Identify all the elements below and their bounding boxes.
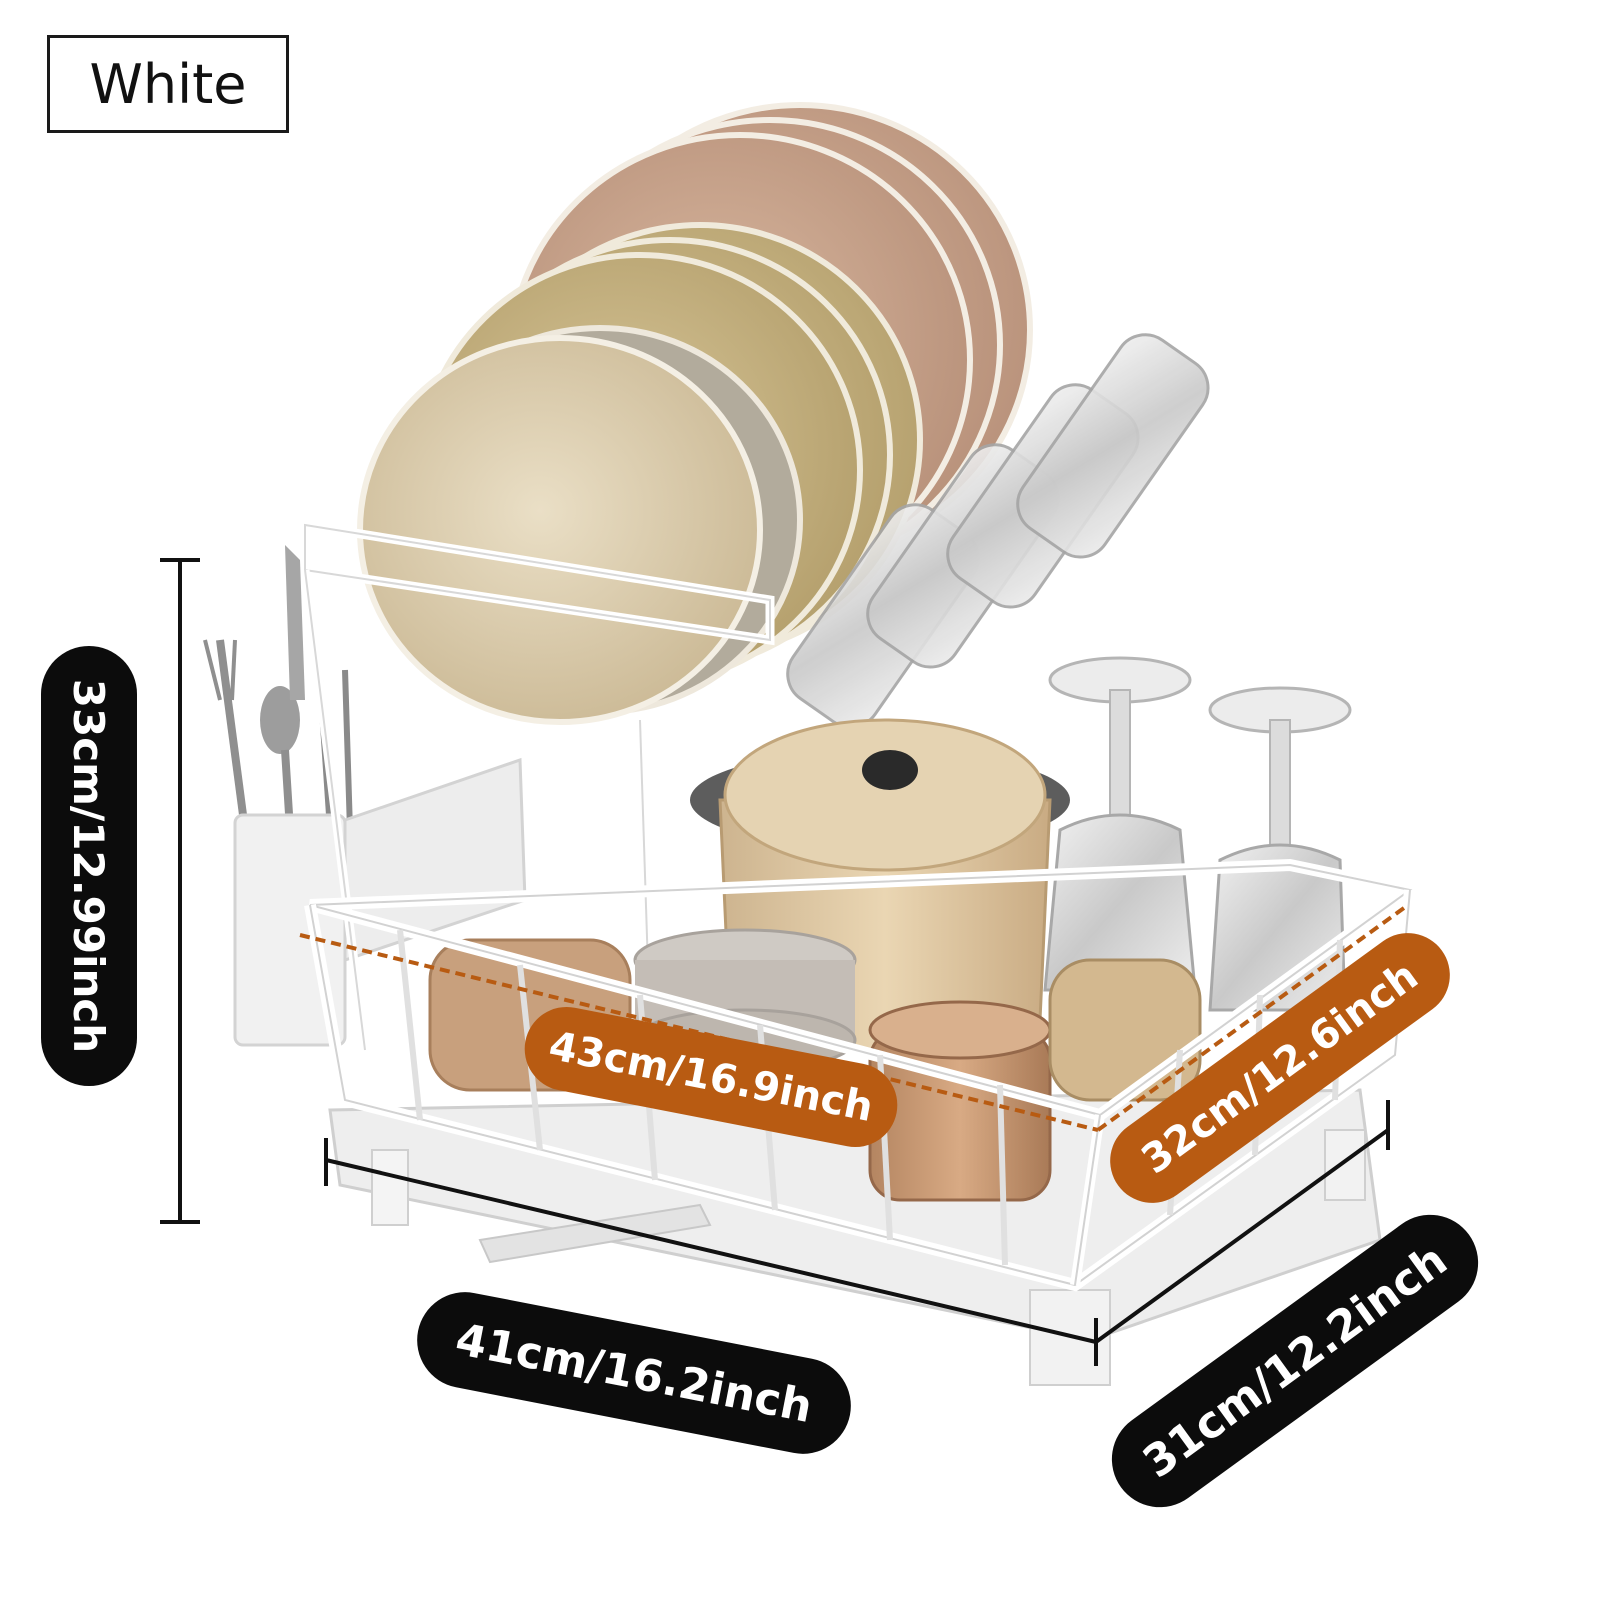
height-dimension-text: 33cm/12.99inch: [64, 678, 114, 1054]
utensil-holder: [203, 545, 527, 1047]
base-depth-dimension-line: [1094, 1100, 1390, 1344]
color-variant-label: White: [47, 35, 289, 133]
plates: [357, 102, 1033, 725]
upper-width-dashed-line: [299, 933, 1099, 1132]
tumbler-glasses: [786, 333, 1210, 729]
height-dimension-badge: 33cm/12.99inch: [41, 646, 137, 1086]
wine-glasses: [1043, 656, 1352, 1012]
height-dimension-line: [160, 558, 200, 1224]
